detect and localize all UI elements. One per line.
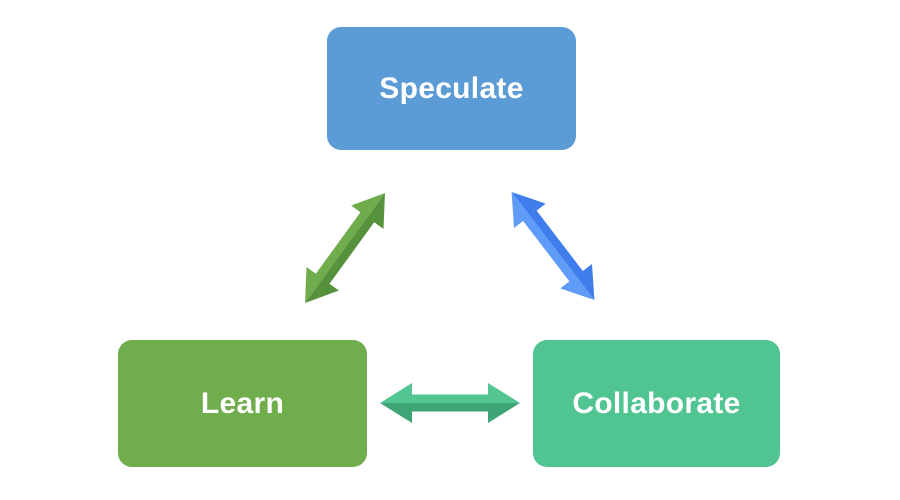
arrow-half-dark — [380, 403, 520, 423]
arrow-half-light — [511, 192, 595, 300]
node-speculate: Speculate — [327, 27, 576, 150]
double-arrow-learn-speculate-icon — [305, 192, 385, 304]
node-learn-label: Learn — [200, 386, 285, 420]
arrow-half-light — [380, 383, 520, 403]
node-collaborate-label: Collaborate — [572, 386, 741, 420]
node-collaborate: Collaborate — [533, 340, 780, 467]
double-arrow-learn-collaborate-icon — [380, 383, 520, 423]
arrow-half-dark — [511, 192, 595, 300]
node-learn: Learn — [118, 340, 367, 467]
arrow-half-dark — [305, 192, 385, 304]
node-speculate-label: Speculate — [379, 71, 524, 105]
double-arrow-speculate-collaborate-icon — [511, 192, 595, 300]
arrow-half-light — [305, 192, 385, 304]
